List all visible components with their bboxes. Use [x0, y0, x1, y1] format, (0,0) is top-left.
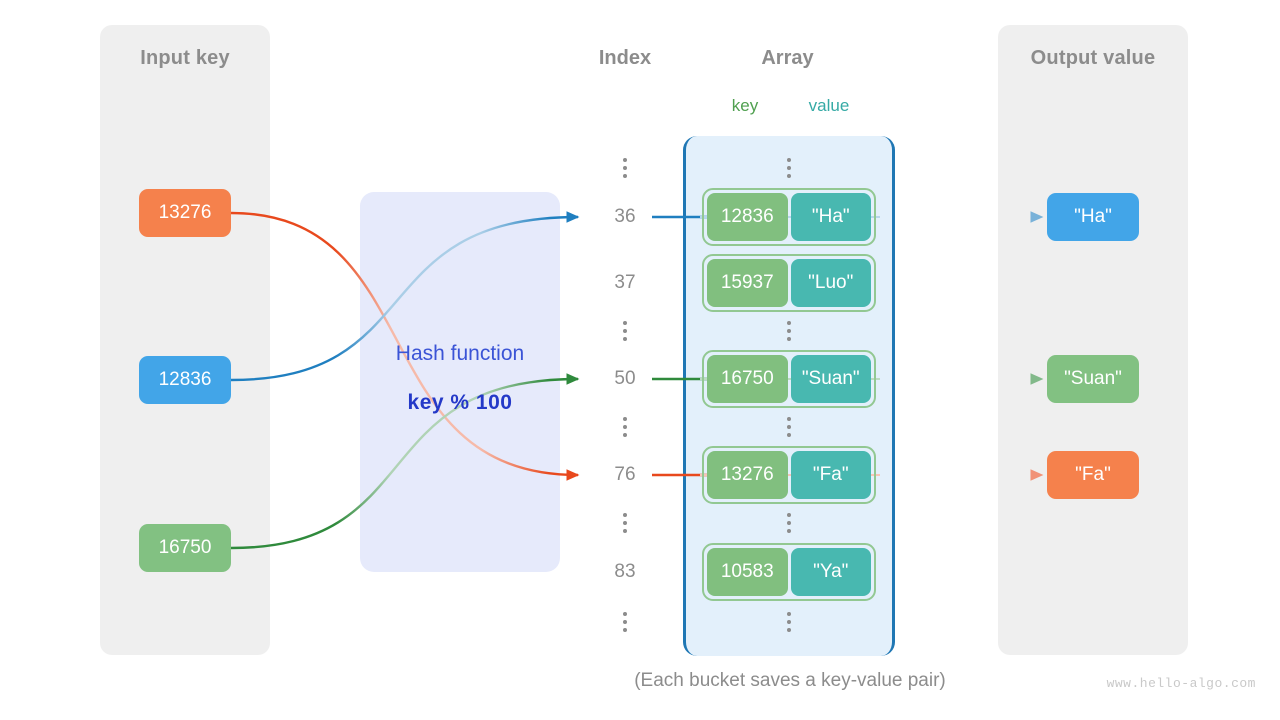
input-key-title: Input key: [140, 47, 230, 69]
bucket-key: 12836: [707, 193, 788, 241]
bucket-50[interactable]: 16750"Suan": [702, 350, 876, 408]
output-value-label: "Ha": [1074, 206, 1112, 227]
bucket-value: "Fa": [790, 451, 871, 499]
index-ellipsis: [617, 513, 633, 533]
index-ellipsis: [617, 417, 633, 437]
bucket-36[interactable]: 12836"Ha": [702, 188, 876, 246]
bucket-value: "Ha": [790, 193, 871, 241]
index-label-83: 83: [614, 561, 636, 582]
bucket-37[interactable]: 15937"Luo": [702, 254, 876, 312]
output-value-title: Output value: [1030, 47, 1156, 69]
bucket-key: 15937: [707, 259, 788, 307]
bucket-key: 13276: [707, 451, 788, 499]
array-ellipsis: [781, 417, 797, 437]
bucket-83[interactable]: 10583"Ya": [702, 543, 876, 601]
hash-function-box: [360, 192, 560, 572]
output-value-Ha[interactable]: "Ha": [1047, 193, 1139, 241]
bucket-key: 10583: [707, 548, 788, 596]
value-column-header: value: [808, 96, 850, 115]
array-column-header: Array: [761, 47, 814, 69]
bucket-value: "Luo": [790, 259, 871, 307]
hash-function-formula: key % 100: [407, 391, 513, 414]
input-key-label: 13276: [158, 202, 212, 223]
site-watermark: www.hello-algo.com: [1106, 676, 1256, 691]
output-value-Fa[interactable]: "Fa": [1047, 451, 1139, 499]
index-column-header: Index: [598, 47, 652, 69]
input-key-label: 12836: [158, 369, 212, 390]
output-value-Suan[interactable]: "Suan": [1047, 355, 1139, 403]
index-label-36: 36: [614, 206, 636, 227]
output-value-label: "Fa": [1075, 464, 1111, 485]
array-ellipsis: [781, 513, 797, 533]
input-key-12836[interactable]: 12836: [139, 356, 231, 404]
bucket-value: "Suan": [790, 355, 871, 403]
output-value-label: "Suan": [1064, 368, 1122, 389]
bucket-key: 16750: [707, 355, 788, 403]
input-key-label: 16750: [158, 537, 212, 558]
index-label-37: 37: [614, 272, 636, 293]
bucket-value: "Ya": [790, 548, 871, 596]
key-column-header: key: [731, 96, 759, 115]
output-value-panel: Output value: [998, 25, 1188, 655]
input-key-13276[interactable]: 13276: [139, 189, 231, 237]
bucket-76[interactable]: 13276"Fa": [702, 446, 876, 504]
index-label-50: 50: [614, 368, 636, 389]
diagram-caption: (Each bucket saves a key-value pair): [634, 670, 946, 691]
index-ellipsis: [617, 321, 633, 341]
hash-function-label: Hash function: [395, 342, 525, 365]
index-ellipsis: [617, 612, 633, 632]
index-ellipsis: [617, 158, 633, 178]
array-ellipsis: [781, 612, 797, 632]
input-key-16750[interactable]: 16750: [139, 524, 231, 572]
index-label-76: 76: [614, 464, 636, 485]
array-ellipsis: [781, 158, 797, 178]
array-ellipsis: [781, 321, 797, 341]
